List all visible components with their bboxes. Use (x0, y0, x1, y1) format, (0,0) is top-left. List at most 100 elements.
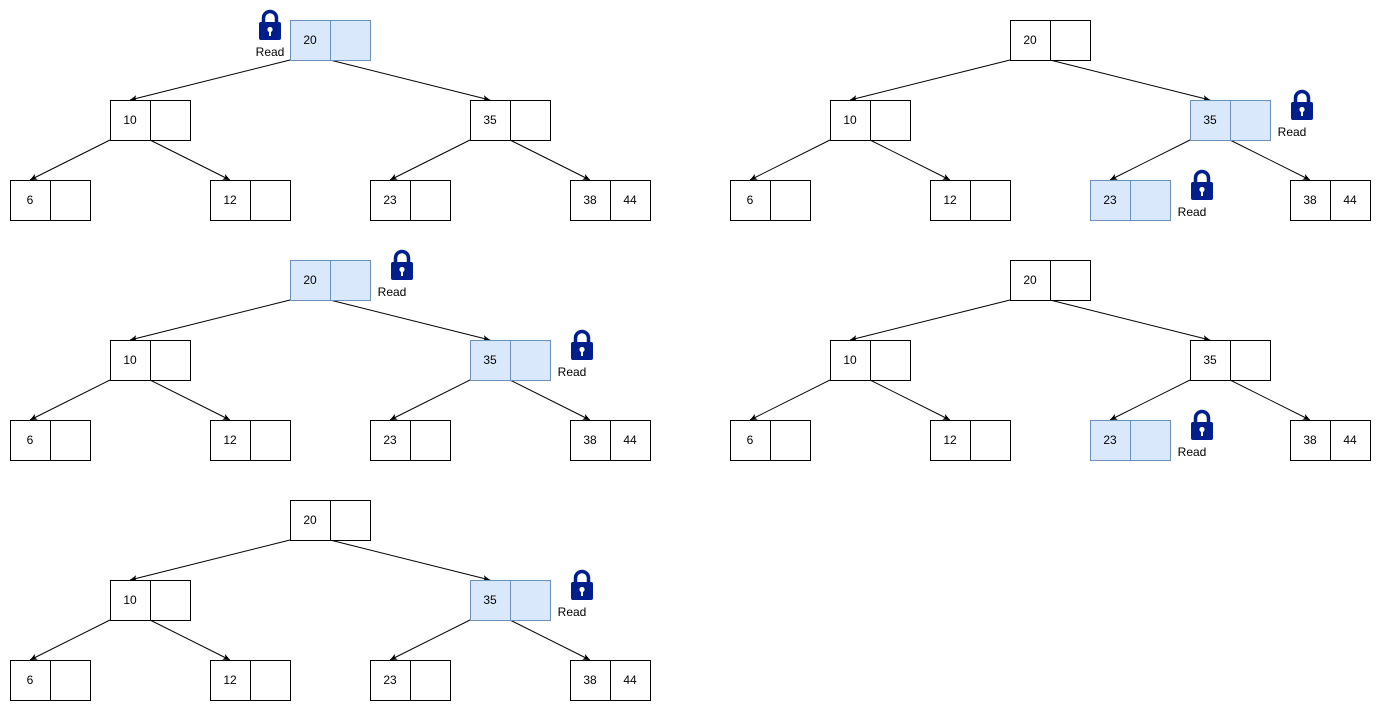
key-cell (330, 20, 371, 61)
key-cell (330, 500, 371, 541)
btree-node-6: 6 (10, 180, 91, 221)
padlock-icon (571, 329, 593, 360)
btree-node-12: 12 (210, 180, 291, 221)
key-cell (970, 180, 1011, 221)
key-cell (510, 580, 551, 621)
node-key-label: 20 (1023, 273, 1037, 287)
edge-n10-to-n12 (869, 379, 951, 421)
btree-node-6: 6 (10, 660, 91, 701)
btree-node-10: 10 (830, 100, 911, 141)
key-cell (1130, 420, 1171, 461)
padlock-icon (571, 569, 593, 600)
node-key-label: 12 (223, 673, 237, 687)
key-cell (1290, 420, 1331, 461)
edge-root-to-n10 (849, 299, 1011, 342)
key-cell (50, 420, 91, 461)
read-lock: Read (558, 329, 593, 379)
edge-root-to-n35 (329, 539, 491, 582)
edge-n10-to-n6 (29, 139, 111, 181)
btree-node-35: 35 (470, 340, 551, 381)
edge-n10-to-n12 (149, 619, 231, 661)
padlock-icon (391, 249, 413, 280)
key-cell (1190, 100, 1231, 141)
key-cell (290, 20, 331, 61)
key-cell (150, 340, 191, 381)
key-cell (610, 660, 651, 701)
edge-root-to-n35 (329, 299, 491, 342)
btree-node-20: 20 (1010, 20, 1091, 61)
node-key-label: 35 (1203, 113, 1217, 127)
read-lock: Read (1178, 409, 1213, 459)
edge-n35-to-n23 (389, 139, 471, 181)
edge-n10-to-n6 (29, 379, 111, 421)
node-key-label: 23 (1103, 193, 1117, 207)
node-key-label: 38 (1303, 433, 1317, 447)
edge-n10-to-n6 (749, 139, 831, 181)
read-lock: Read (1178, 169, 1213, 219)
edge-n10-to-n12 (869, 139, 951, 181)
btree-node-10: 10 (110, 340, 191, 381)
node-key-label: 38 (583, 193, 597, 207)
btree-node-35: 35 (1190, 340, 1271, 381)
btree-node-20: 20 (290, 260, 371, 301)
btree-node-23: 23 (370, 180, 451, 221)
btree-node-10: 10 (110, 100, 191, 141)
key-cell (110, 340, 151, 381)
key-cell (1330, 180, 1371, 221)
btree-node-12: 12 (210, 420, 291, 461)
key-cell (370, 180, 411, 221)
btree-node-35: 35 (470, 580, 551, 621)
key-cell (470, 580, 511, 621)
key-cell (1090, 420, 1131, 461)
key-cell (250, 180, 291, 221)
node-key-label: 23 (1103, 433, 1117, 447)
btree-node-20: 20 (290, 20, 371, 61)
key-cell (1290, 180, 1331, 221)
key-cell (330, 260, 371, 301)
node-key-label: 44 (1343, 193, 1357, 207)
padlock-icon (1291, 89, 1313, 120)
node-key-label: 38 (1303, 193, 1317, 207)
edge-n10-to-n12 (149, 139, 231, 181)
key-cell (870, 340, 911, 381)
node-key-label: 12 (223, 433, 237, 447)
read-lock-label: Read (1278, 125, 1307, 139)
btree-node-23: 23 (1090, 180, 1171, 221)
key-cell (210, 420, 251, 461)
key-cell (250, 660, 291, 701)
node-key-label: 12 (223, 193, 237, 207)
key-cell (770, 180, 811, 221)
btree-node-20: 20 (290, 500, 371, 541)
node-key-label: 20 (303, 273, 317, 287)
read-lock-label: Read (378, 285, 407, 299)
edge-n35-to-n23 (1109, 139, 1191, 181)
btree-node-23: 23 (370, 420, 451, 461)
btree-node-23: 23 (370, 660, 451, 701)
key-cell (830, 100, 871, 141)
node-key-label: 23 (383, 193, 397, 207)
node-key-label: 20 (303, 33, 317, 47)
node-key-label: 6 (747, 193, 754, 207)
node-key-label: 44 (1343, 433, 1357, 447)
key-cell (1330, 420, 1371, 461)
key-cell (1230, 340, 1271, 381)
key-cell (410, 180, 451, 221)
btree-node-12: 12 (930, 180, 1011, 221)
key-cell (10, 180, 51, 221)
btree-node-35: 35 (470, 100, 551, 141)
key-cell (830, 340, 871, 381)
node-key-label: 35 (1203, 353, 1217, 367)
key-cell (290, 500, 331, 541)
key-cell (570, 420, 611, 461)
padlock-icon (1191, 169, 1213, 200)
read-lock: Read (558, 569, 593, 619)
edge-root-to-n10 (129, 59, 291, 102)
edge-n35-to-n23 (389, 379, 471, 421)
read-lock: Read (1278, 89, 1313, 139)
btree-node-6: 6 (10, 420, 91, 461)
btree-node-10: 10 (110, 580, 191, 621)
btree-node-38: 38 44 (1290, 180, 1371, 221)
